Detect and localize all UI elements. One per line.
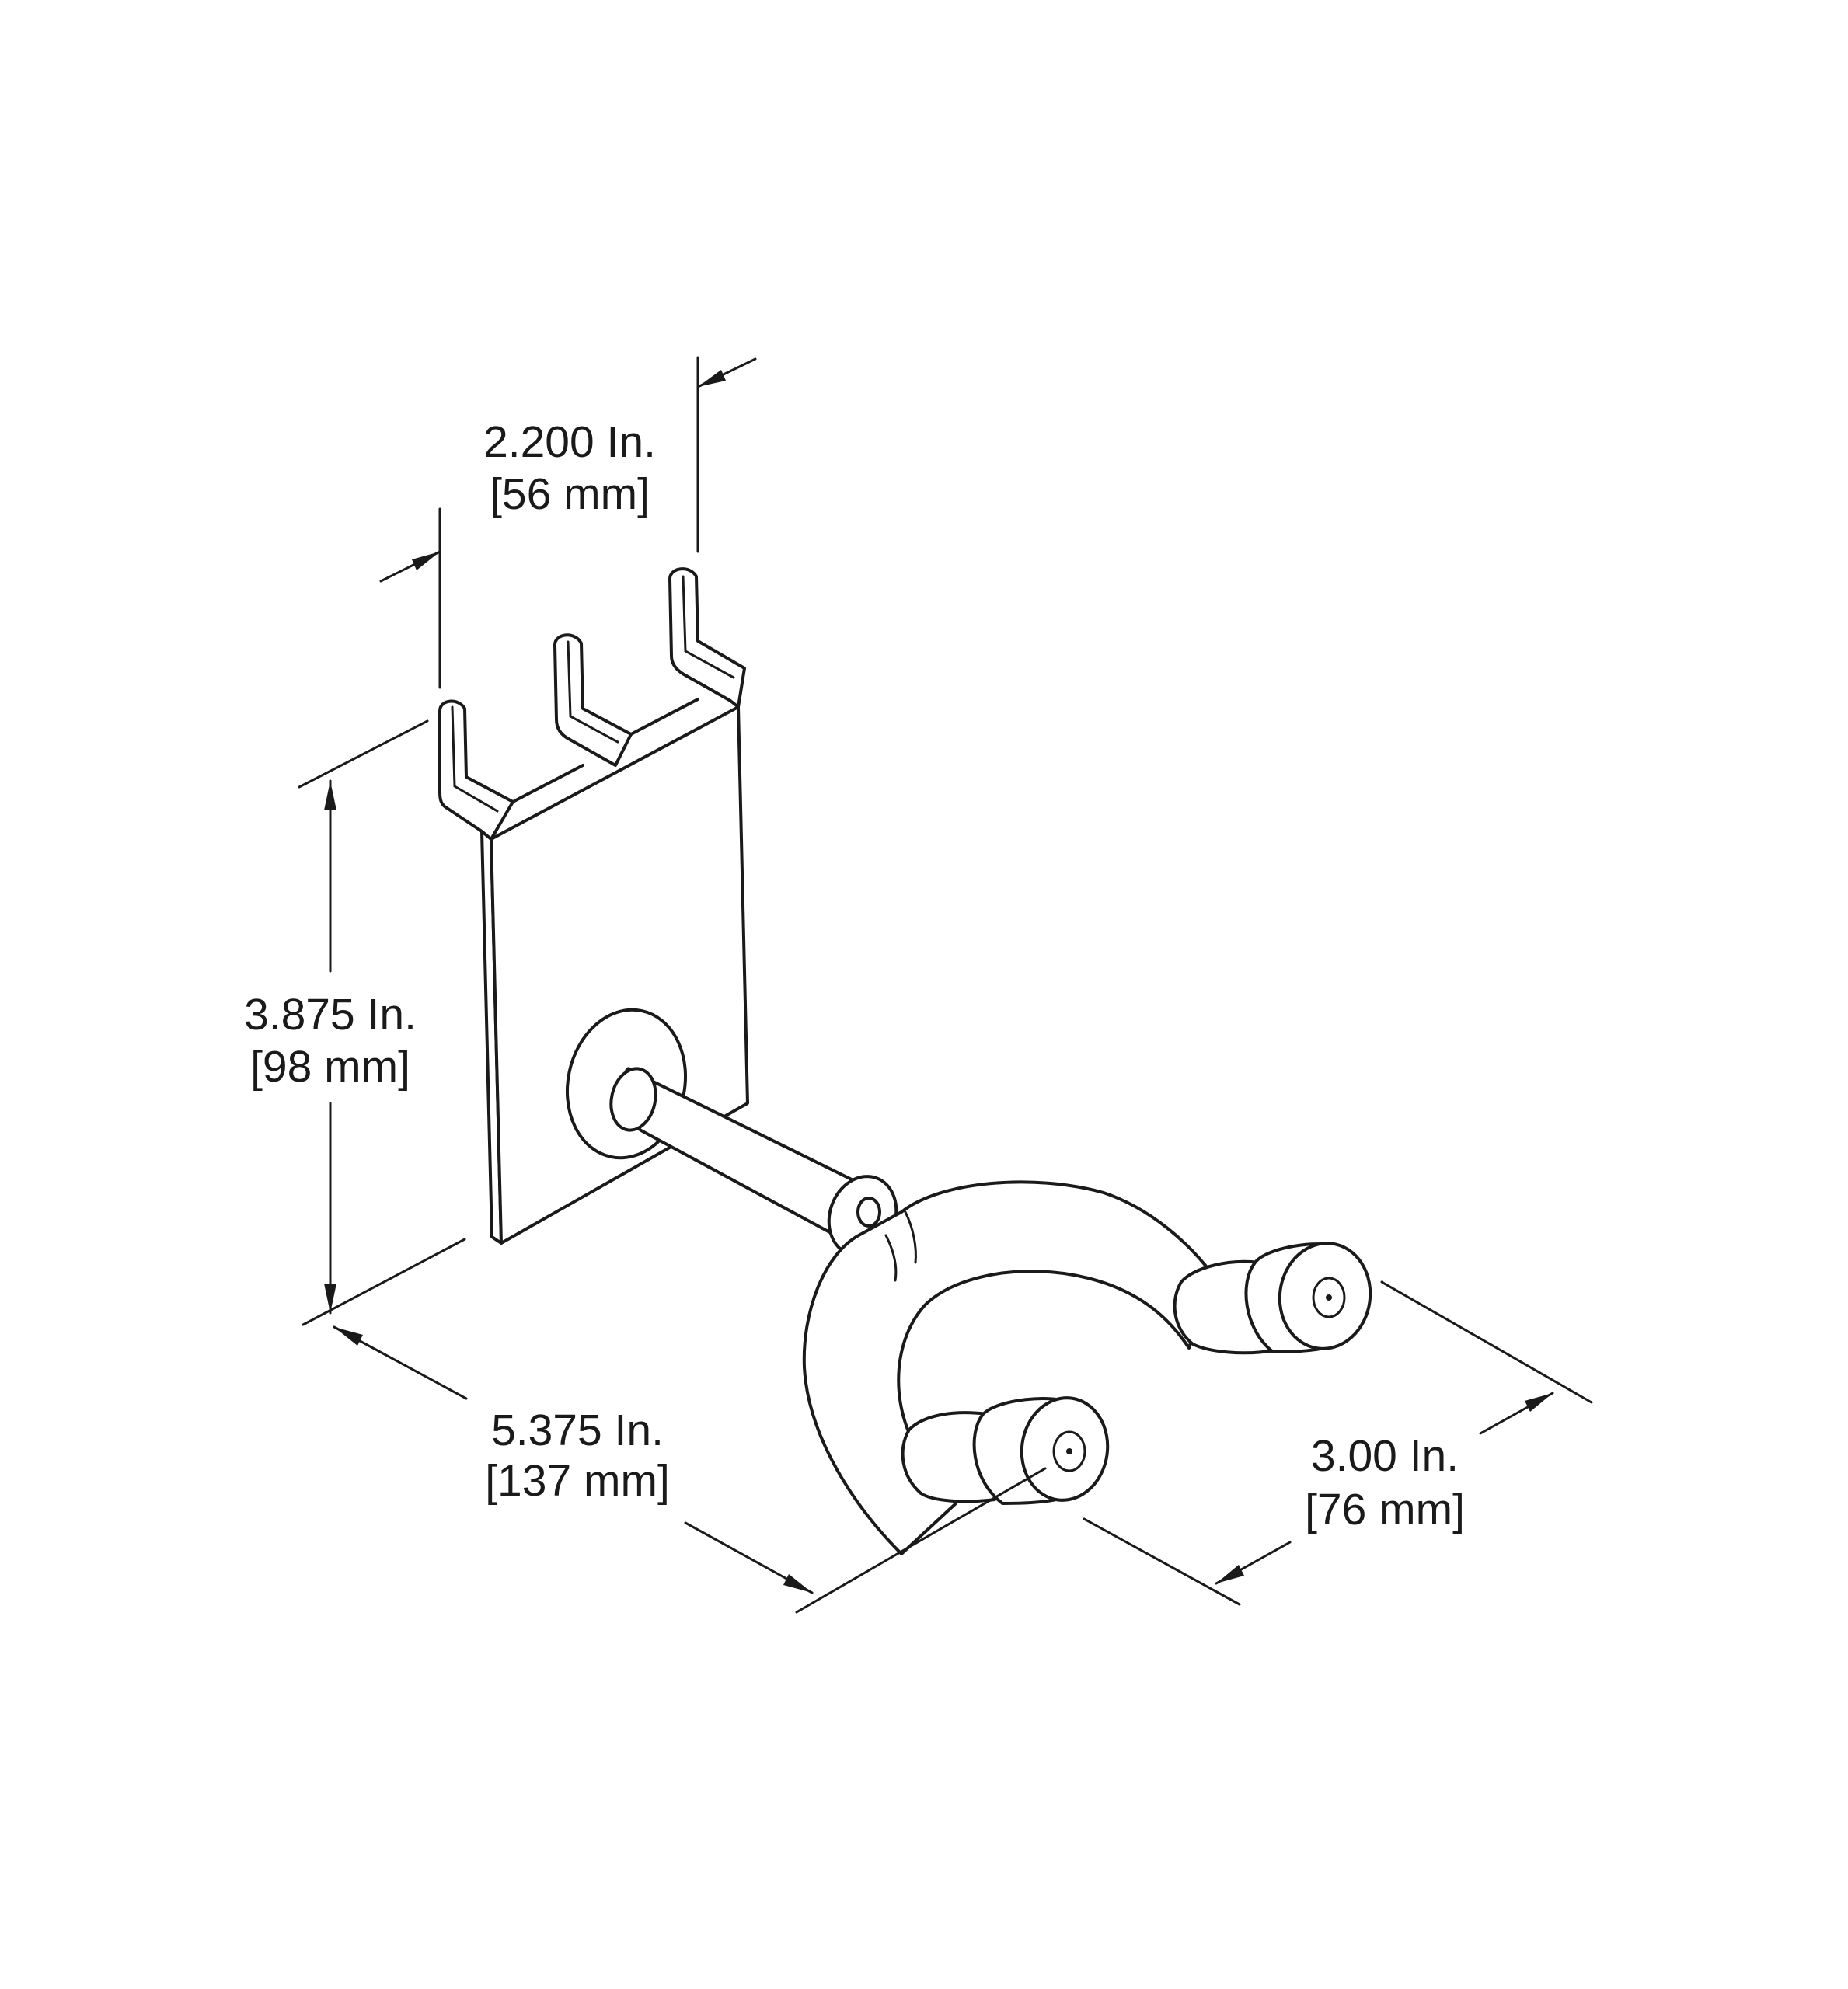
prong-right <box>668 567 746 709</box>
prong-left <box>438 699 514 841</box>
height-inches-label: 3.875 In. <box>244 990 417 1040</box>
prong-right-inner <box>682 575 735 679</box>
arrowhead <box>334 1327 363 1346</box>
dimension-span: 3.00 In. [76 mm] <box>1083 1280 1593 1606</box>
dimension-height: 3.875 In. [98 mm] <box>244 719 466 1326</box>
plate-top-edge <box>511 698 699 803</box>
depth-inches-label: 5.375 In. <box>491 1406 664 1455</box>
yoke-seam-right <box>904 1210 917 1264</box>
extension-line <box>298 719 429 789</box>
hanger-part <box>438 567 1372 1555</box>
width-inches-label: 2.200 In. <box>483 417 656 467</box>
arrowhead <box>1216 1565 1244 1583</box>
extension-line <box>795 1467 1047 1614</box>
right-tip-center <box>1326 1294 1332 1301</box>
arrowhead <box>783 1574 812 1593</box>
span-mm-label: [76 mm] <box>1305 1485 1465 1534</box>
extension-line <box>1083 1517 1241 1606</box>
left-tip-sleeve <box>901 1411 996 1503</box>
extension-line <box>302 1238 466 1326</box>
left-tip-center <box>1066 1448 1072 1454</box>
dimension-width: 2.200 In. [56 mm] <box>379 356 757 689</box>
left-tip-hole <box>1052 1430 1086 1472</box>
right-tip-hole <box>1312 1277 1346 1318</box>
pivot-screw <box>856 1197 881 1228</box>
dimension-depth: 5.375 In. [137 mm] <box>333 1325 1047 1614</box>
prong-left-inner <box>451 705 499 813</box>
height-mm-label: [98 mm] <box>250 1042 410 1092</box>
arrowhead <box>324 1284 336 1313</box>
arrowhead <box>324 781 336 810</box>
arrowhead <box>1525 1393 1553 1412</box>
arrowhead <box>412 552 440 570</box>
prong-middle-inner <box>567 640 619 744</box>
width-mm-label: [56 mm] <box>490 469 650 519</box>
right-tip-cap <box>1278 1242 1372 1350</box>
yoke-seam-left <box>884 1234 898 1282</box>
depth-mm-label: [137 mm] <box>485 1456 670 1506</box>
span-inches-label: 3.00 In. <box>1311 1431 1459 1481</box>
extension-line <box>1380 1280 1593 1404</box>
arrowhead <box>698 370 726 387</box>
rod-end <box>609 1067 657 1132</box>
prong-middle <box>553 633 633 767</box>
left-tip-cap <box>1020 1396 1110 1502</box>
